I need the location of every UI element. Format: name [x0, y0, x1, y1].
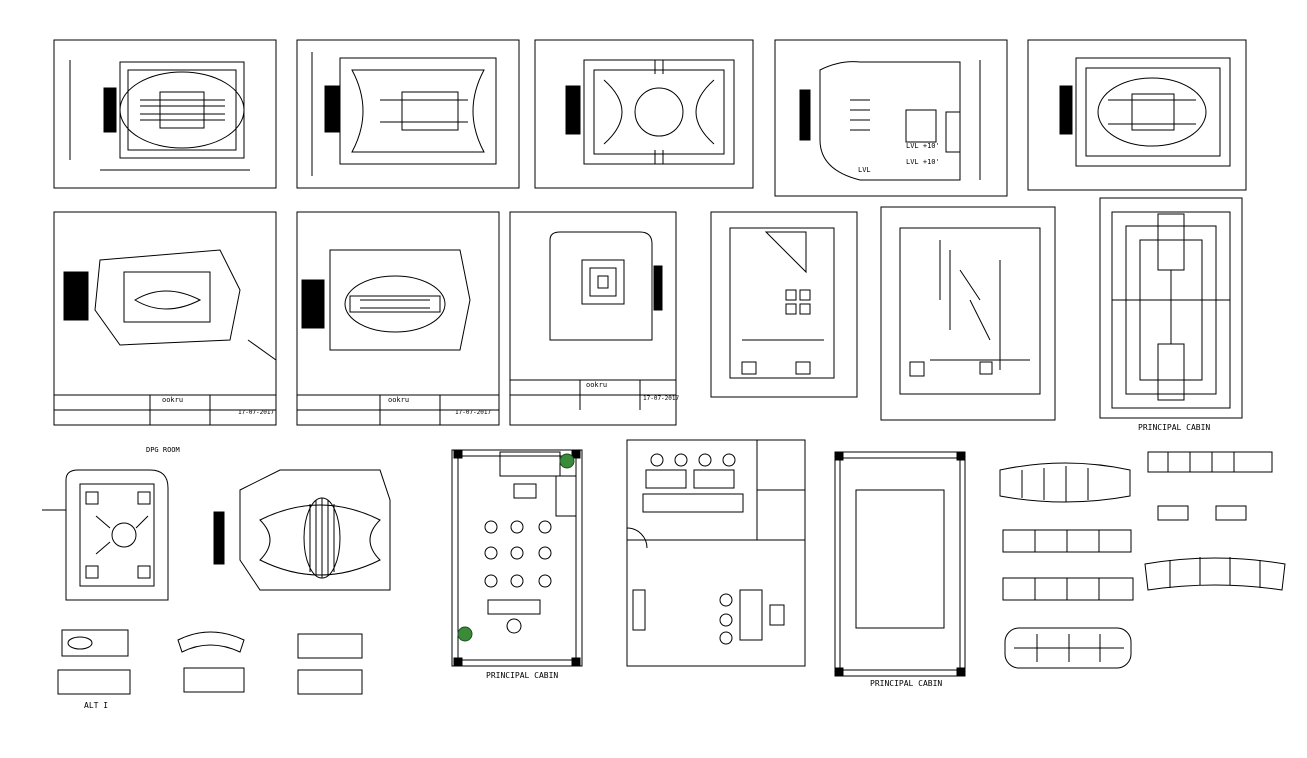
ceiling-plan-panel-10: [880, 206, 1056, 421]
ceiling-plan-panel-9: [710, 211, 858, 398]
title-block-brand-2: ookru: [388, 396, 409, 404]
plant-icon: [457, 626, 473, 642]
principal-cabin-ceiling-panel: [1099, 197, 1243, 419]
title-block-date-3: 17-07-2017: [643, 395, 680, 402]
ceiling-plan-panel-7: [296, 211, 500, 426]
ceiling-plan-panel-3: [534, 39, 754, 189]
ceiling-plan-panel-2: [296, 39, 520, 189]
ceiling-plan-panel-8: [509, 211, 677, 426]
alt-label: ALT I: [84, 701, 108, 710]
office-layout-plan: [626, 439, 806, 667]
principal-cabin-label-top: PRINCIPAL CABIN: [1138, 423, 1210, 432]
plant-icon: [559, 453, 575, 469]
principal-cabin-label-mid: PRINCIPAL CABIN: [486, 671, 558, 680]
title-block-date-1: 17-07-2017: [238, 409, 275, 416]
principal-cabin-furniture-plan: [451, 449, 583, 667]
dpg-room-plan-left: [42, 469, 169, 601]
dpg-room-label: DPG ROOM: [146, 446, 180, 454]
title-block-brand-1: ookru: [162, 396, 183, 404]
ceiling-plan-panel-5: [1027, 39, 1247, 191]
furniture-elevation-details: [999, 451, 1286, 669]
title-block-date-2: 17-07-2017: [455, 409, 492, 416]
title-block-brand-3: ookru: [586, 381, 607, 389]
furniture-details-left: [57, 629, 363, 695]
ceiling-plan-panel-6: [53, 211, 277, 426]
ceiling-plan-panel-1: [53, 39, 277, 189]
level-label-1: LVL +10': [906, 142, 940, 150]
principal-cabin-plan-right: [834, 451, 966, 677]
ceiling-plan-panel-4: [774, 39, 1008, 197]
principal-cabin-label-right: PRINCIPAL CABIN: [870, 679, 942, 688]
dpg-room-plan-right: [213, 469, 391, 591]
level-label-2: LVL +10': [906, 158, 940, 166]
level-label-3: LVL: [858, 166, 871, 174]
